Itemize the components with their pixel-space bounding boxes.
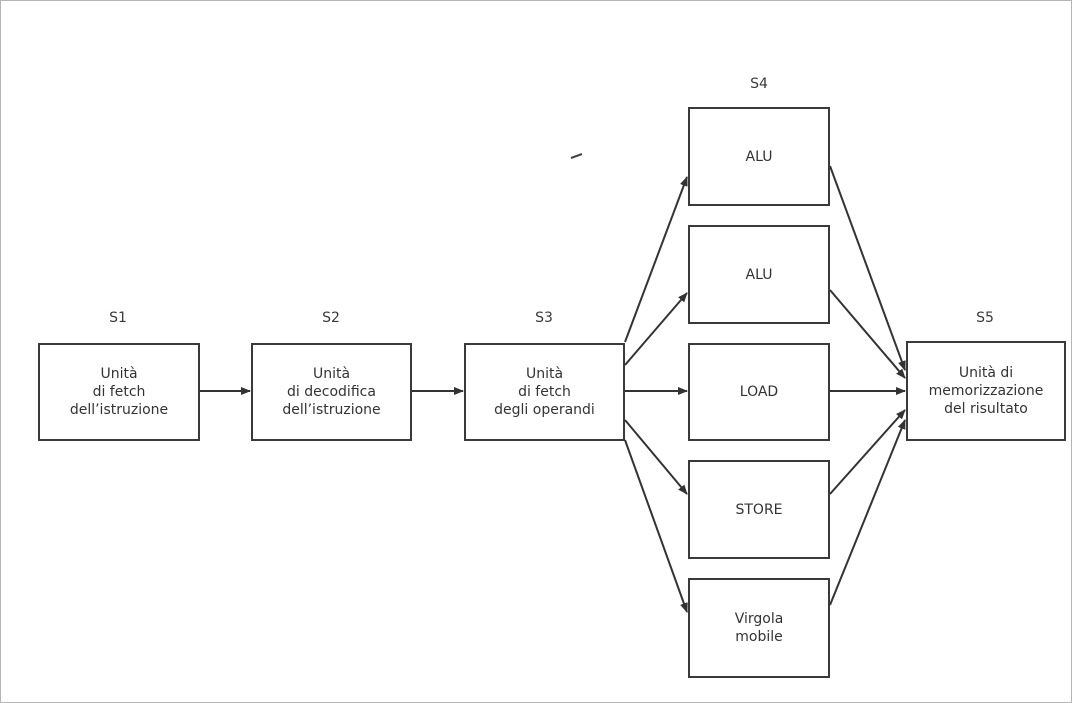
arrow-store-s5 <box>829 409 906 495</box>
stray-mark <box>570 153 583 159</box>
write-back-label: Unità di memorizzazione del risultato <box>928 365 1044 417</box>
fetch-instruction-unit: Unità di fetch dell’istruzione <box>38 343 200 441</box>
arrow-s3-float <box>624 439 688 613</box>
decode-instruction-label: Unità di decodifica dell’istruzione <box>282 366 381 418</box>
store-unit-label: STORE <box>735 501 783 518</box>
floating-point-unit: Virgola mobile <box>688 578 830 678</box>
fetch-operands-unit: Unità di fetch degli operandi <box>464 343 625 441</box>
arrow-alu1-s5 <box>829 165 906 371</box>
arrow-s3-store <box>624 419 688 495</box>
stage-label-s2: S2 <box>322 310 340 326</box>
stage-label-s4: S4 <box>750 76 768 92</box>
arrow-s3-alu2 <box>624 292 688 366</box>
floating-point-unit-label: Virgola mobile <box>734 611 784 645</box>
decode-instruction-unit: Unità di decodifica dell’istruzione <box>251 343 412 441</box>
fetch-instruction-label: Unità di fetch dell’istruzione <box>69 366 169 418</box>
load-unit: LOAD <box>688 343 830 441</box>
store-unit: STORE <box>688 460 830 559</box>
alu-unit-1: ALU <box>688 107 830 206</box>
arrow-float-s5 <box>829 419 906 606</box>
alu-unit-2-label: ALU <box>745 266 773 283</box>
arrow-s3-alu1 <box>624 176 688 343</box>
stage-label-s1: S1 <box>109 310 127 326</box>
write-back-unit: Unità di memorizzazione del risultato <box>906 341 1066 441</box>
stage-label-s5: S5 <box>976 310 994 326</box>
alu-unit-1-label: ALU <box>745 148 773 165</box>
stage-label-s3: S3 <box>535 310 553 326</box>
arrow-alu2-s5 <box>829 289 906 379</box>
load-unit-label: LOAD <box>739 384 779 400</box>
fetch-operands-label: Unità di fetch degli operandi <box>494 366 595 418</box>
alu-unit-2: ALU <box>688 225 830 324</box>
